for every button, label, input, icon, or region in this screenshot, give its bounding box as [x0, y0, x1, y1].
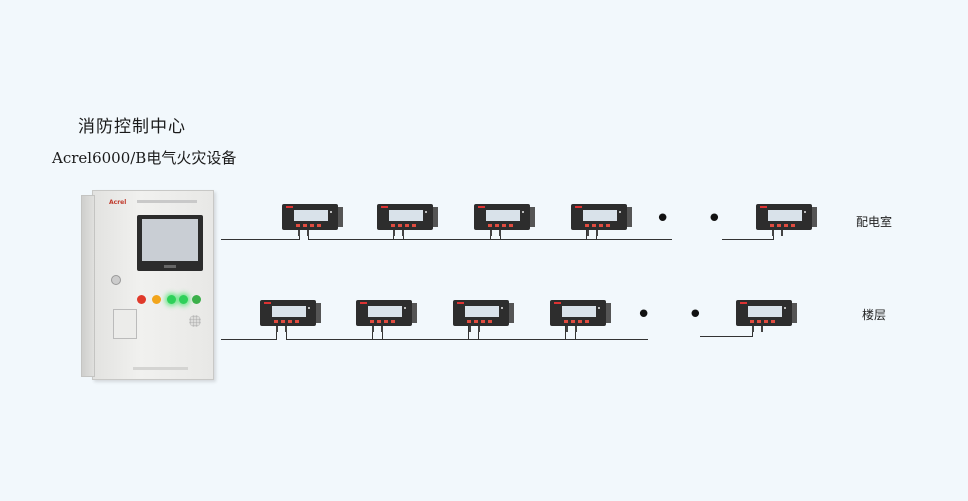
bus-line — [700, 336, 752, 337]
bus-line — [575, 326, 576, 340]
detector-meter — [736, 300, 798, 332]
key-lock-icon — [111, 275, 121, 285]
detector-meter — [571, 204, 633, 236]
cabinet-label-strip — [137, 200, 197, 203]
page-subtitle: Acrel6000/B电气火灾设备 — [52, 149, 237, 167]
indicator-lamp-green-2 — [179, 295, 188, 304]
cabinet-nameplate — [133, 367, 188, 370]
bus-line — [286, 326, 287, 340]
detector-meter — [474, 204, 536, 236]
indicator-lamp-red — [137, 295, 146, 304]
detector-meter — [356, 300, 418, 332]
cabinet-display — [137, 215, 203, 271]
bus-line — [221, 239, 299, 240]
row-label-distribution-room: 配电室 — [856, 215, 893, 229]
ellipsis-dots: • • • — [636, 300, 769, 330]
fire-control-cabinet: Acrel — [81, 190, 214, 380]
cabinet-screen-button — [164, 265, 176, 268]
row-label-floor: 楼层 — [862, 308, 887, 322]
indicator-lamp-green — [167, 295, 176, 304]
bus-line — [276, 326, 277, 340]
bus-line — [478, 326, 479, 340]
detector-meter — [282, 204, 344, 236]
indicator-lamp-orange — [152, 295, 161, 304]
cabinet-screen — [142, 219, 198, 261]
bus-line — [382, 326, 383, 340]
bus-line — [586, 226, 587, 240]
bus-line — [722, 239, 774, 240]
indicator-lamp-green-3 — [192, 295, 201, 304]
detector-meter — [756, 204, 818, 236]
detector-meter — [453, 300, 515, 332]
ellipsis-dots: • • • — [655, 204, 788, 234]
detector-meter — [377, 204, 439, 236]
bus-line — [565, 326, 566, 340]
detector-meter — [260, 300, 322, 332]
bus-line — [221, 339, 276, 340]
detector-meter — [550, 300, 612, 332]
speaker-grille-icon — [189, 315, 201, 327]
printer-slot — [113, 309, 137, 339]
bus-line — [286, 339, 648, 340]
bus-line — [372, 326, 373, 340]
bus-line — [468, 326, 469, 340]
page-title: 消防控制中心 — [78, 117, 186, 137]
cabinet-side — [81, 195, 95, 377]
cabinet-logo: Acrel — [109, 199, 127, 206]
